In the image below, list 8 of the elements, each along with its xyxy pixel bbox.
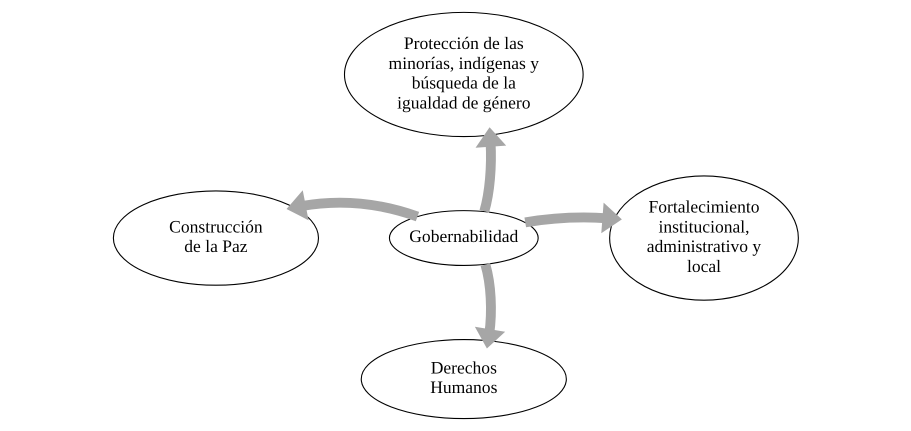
node-ellipse: Gobernabilidad <box>388 210 538 266</box>
node-ellipse: Protección de las minorías, indígenas y búsqueda de la igualdad de género <box>343 12 584 138</box>
node-ellipse: Fortalecimiento institucional, administrativo y local <box>608 175 798 301</box>
node-ellipse: Derechos Humanos <box>360 339 566 420</box>
arrow <box>474 263 505 348</box>
arrow <box>286 190 419 222</box>
arrow <box>524 202 622 234</box>
arrow <box>475 127 506 213</box>
